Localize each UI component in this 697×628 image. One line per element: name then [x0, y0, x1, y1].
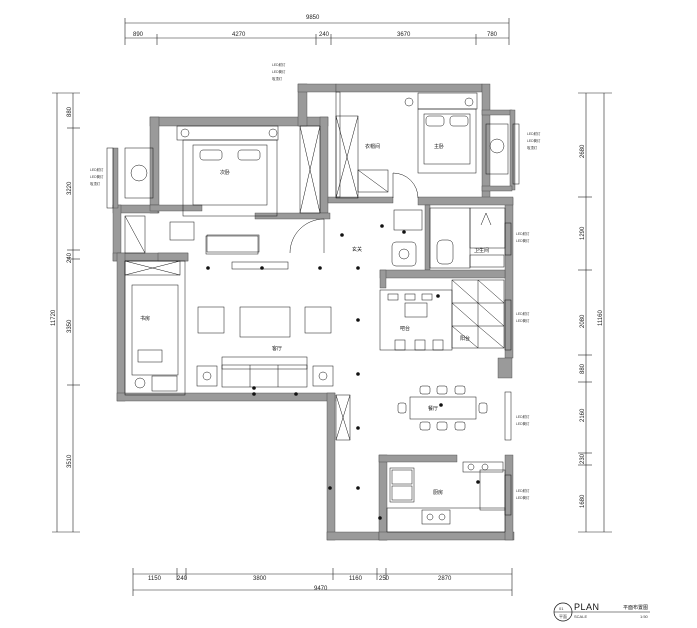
svg-text:LED射灯: LED射灯 [516, 488, 530, 493]
top-dim-5: 780 [487, 32, 498, 38]
room-balcony: 阳台 [460, 335, 470, 342]
left-dim-5: 3510 [67, 454, 73, 468]
svg-text:LED射灯: LED射灯 [516, 231, 530, 236]
bottom-dim-5: 250 [379, 576, 390, 582]
title-scale-label: SCALE [574, 614, 587, 619]
svg-text:吸顶灯: 吸顶灯 [272, 76, 283, 81]
top-dim-4: 3670 [397, 32, 411, 38]
furniture [106, 91, 520, 533]
title-name: 平面布置图 [623, 604, 648, 611]
svg-text:LED射灯: LED射灯 [527, 131, 541, 136]
bottom-dim-1: 1150 [148, 576, 162, 582]
right-dim-3: 2080 [580, 314, 586, 328]
second-bed [182, 139, 278, 217]
right-dim-4: 880 [580, 363, 586, 374]
bottom-dimension-lines [132, 568, 513, 596]
left-dimension-lines [52, 92, 80, 533]
top-dimension-lines [124, 18, 510, 45]
light-notes-right-top: LED射灯 LED筒灯 吸顶灯 [527, 131, 541, 150]
light-notes-right-bot: LED射灯 LED筒灯 [516, 488, 530, 500]
right-dim-6: 230 [580, 453, 586, 464]
light-notes-right-mid2: LED射灯 LED筒灯 [516, 311, 530, 323]
title-scale-value: 1:50 [640, 614, 649, 619]
svg-text:LED筒灯: LED筒灯 [516, 421, 530, 426]
svg-text:LED射灯: LED射灯 [272, 62, 286, 67]
bottom-dim-6: 2870 [438, 576, 452, 582]
bottom-total-dim: 9470 [314, 586, 328, 592]
room-cloakroom: 衣帽间 [365, 143, 380, 150]
left-dim-4: 3350 [67, 319, 73, 333]
left-dim-2: 3220 [67, 181, 73, 195]
svg-text:LED筒灯: LED筒灯 [272, 69, 286, 74]
bottom-dim-2: 240 [177, 576, 188, 582]
right-dim-1: 2680 [580, 144, 586, 158]
room-kitchen: 厨房 [433, 489, 443, 496]
bottom-dim-4: 1160 [349, 576, 363, 582]
master-bed [417, 108, 477, 174]
left-dim-3: 240 [67, 252, 73, 263]
room-entry: 玄关 [352, 246, 362, 253]
svg-text:吸顶灯: 吸顶灯 [90, 181, 101, 186]
bottom-dim-3: 3800 [253, 576, 267, 582]
top-dim-1: 890 [133, 32, 144, 38]
light-notes-top: LED射灯 LED筒灯 吸顶灯 [272, 62, 286, 81]
top-dim-2: 4270 [232, 32, 246, 38]
right-dim-7: 1680 [580, 494, 586, 508]
top-total-dim: 9850 [306, 15, 320, 21]
title-number: 01 [559, 606, 564, 611]
room-master-bedroom: 主卧 [434, 143, 444, 150]
room-bathroom: 卫生间 [474, 247, 489, 254]
right-dimension-lines [578, 92, 612, 533]
light-notes-right-mid3: LED射灯 LED筒灯 [516, 414, 530, 426]
right-total-dim: 11160 [598, 310, 604, 326]
room-bar: 吧台 [400, 325, 410, 332]
svg-text:LED射灯: LED射灯 [90, 167, 104, 172]
top-dim-3: 240 [319, 32, 330, 38]
svg-text:LED射灯: LED射灯 [516, 414, 530, 419]
room-study: 书房 [140, 315, 150, 322]
svg-text:LED筒灯: LED筒灯 [516, 238, 530, 243]
svg-text:吸顶灯: 吸顶灯 [527, 145, 538, 150]
svg-text:LED筒灯: LED筒灯 [527, 138, 541, 143]
svg-text:LED筒灯: LED筒灯 [516, 495, 530, 500]
right-dim-2: 1290 [580, 226, 586, 240]
light-marks [206, 224, 480, 520]
svg-text:LED筒灯: LED筒灯 [90, 174, 104, 179]
svg-text:LED射灯: LED射灯 [516, 311, 530, 316]
left-dim-1: 880 [67, 106, 73, 117]
room-living: 客厅 [272, 345, 282, 352]
light-notes-right-mid1: LED射灯 LED筒灯 [516, 231, 530, 243]
title-block: 01 平面 PLAN SCALE 平面布置图 1:50 [553, 602, 650, 622]
light-notes-left: LED射灯 LED筒灯 吸顶灯 [90, 167, 104, 186]
room-second-bedroom: 次卧 [220, 169, 230, 176]
svg-text:LED筒灯: LED筒灯 [516, 318, 530, 323]
right-dim-5: 2160 [580, 408, 586, 422]
left-total-dim: 11720 [51, 309, 57, 326]
title-sub: 平面 [559, 614, 567, 619]
room-dining: 餐厅 [428, 405, 438, 412]
title-plan: PLAN [574, 602, 600, 612]
